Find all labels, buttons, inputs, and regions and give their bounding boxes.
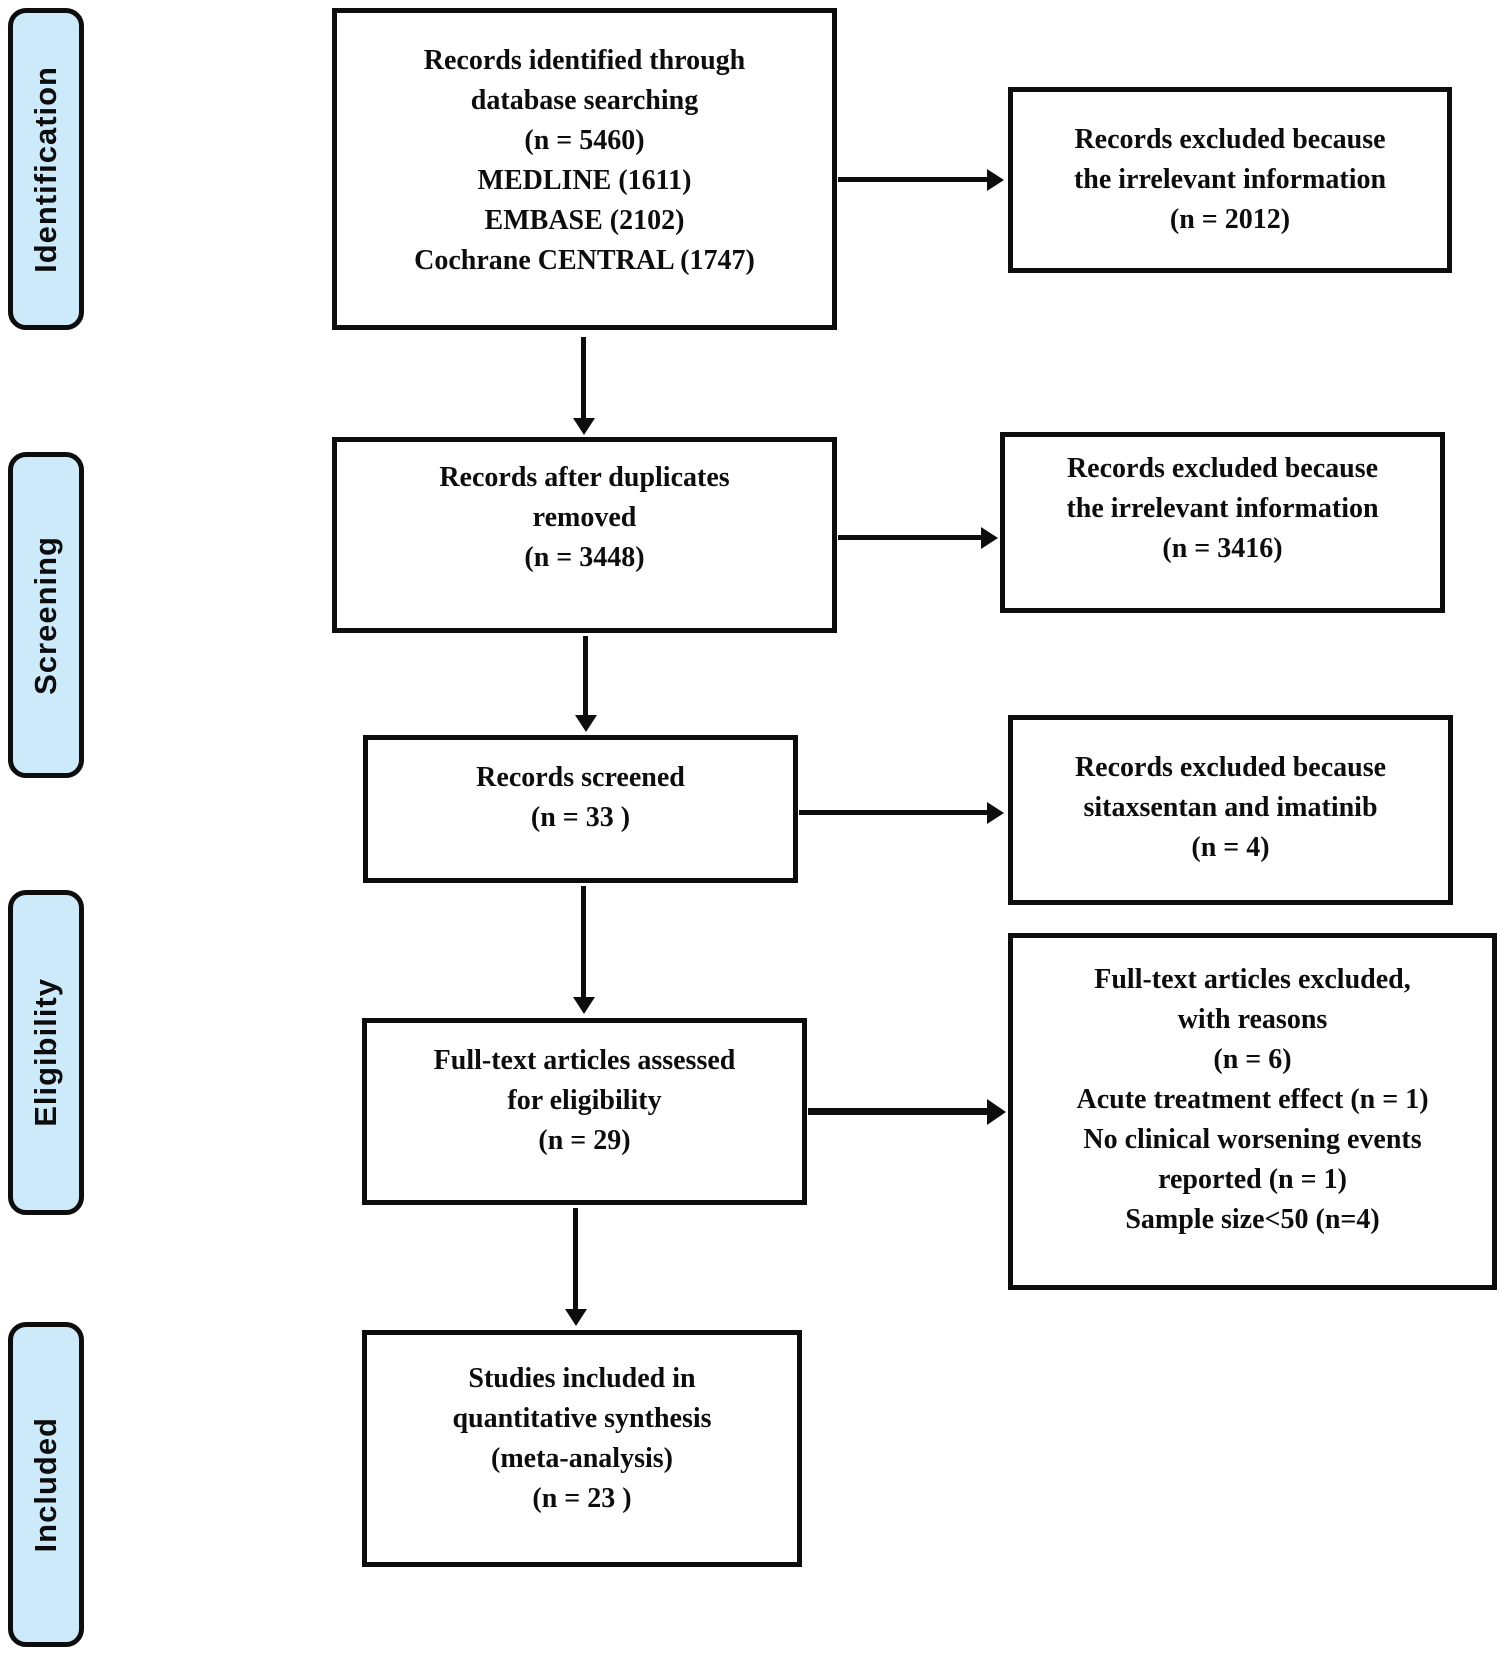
right-arrow-icon — [838, 535, 982, 540]
stage-eligibility: Eligibility — [8, 890, 84, 1215]
box-text-line: (n = 3416) — [1162, 533, 1283, 564]
right-arrow-icon — [799, 810, 988, 815]
box-text-line: the irrelevant information — [1066, 493, 1379, 524]
right-arrow-icon — [808, 1108, 988, 1115]
box-text-line: MEDLINE (1611) — [477, 165, 692, 196]
box-text-line: Records identified through — [423, 45, 746, 76]
box-text-line: (n = 3448) — [524, 542, 645, 573]
box-text-line: Cochrane CENTRAL (1747) — [414, 245, 755, 276]
box-text-line: for eligibility — [507, 1085, 662, 1116]
box-text-line: Records excluded because — [1074, 124, 1386, 155]
box-text-line: reported (n = 1) — [1158, 1164, 1347, 1195]
box-text-line: with reasons — [1177, 1004, 1328, 1035]
down-arrow-icon — [583, 636, 588, 716]
box-text-line: (meta-analysis) — [491, 1443, 673, 1474]
stage-label: Eligibility — [28, 978, 63, 1127]
box-text-line: (n = 4) — [1191, 832, 1270, 863]
stage-screening: Screening — [8, 452, 84, 778]
box-text-line: Full-text articles excluded, — [1094, 964, 1411, 995]
flow-box-studies-included: Studies included in quantitative synthes… — [362, 1330, 802, 1567]
box-text-line: Records screened — [476, 762, 685, 793]
stage-label: Identification — [28, 65, 63, 273]
box-text-line: (n = 23 ) — [532, 1483, 632, 1514]
box-text-line: EMBASE (2102) — [484, 205, 685, 236]
box-text-line: the irrelevant information — [1073, 164, 1387, 195]
box-text-line: quantitative synthesis — [452, 1403, 712, 1434]
box-text-line: (n = 2012) — [1169, 204, 1291, 235]
box-text-line: Records excluded because — [1066, 453, 1379, 484]
box-text-line: (n = 33 ) — [530, 802, 631, 833]
box-text-line: removed — [532, 502, 637, 533]
box-text-line: Sample size<50 (n=4) — [1125, 1204, 1380, 1235]
box-text-line: No clinical worsening events — [1083, 1124, 1422, 1155]
box-text-line: (n = 5460) — [524, 125, 645, 156]
box-text-line: sitaxsentan and imatinib — [1083, 792, 1378, 823]
flow-box-records-screened: Records screened (n = 33 ) — [363, 735, 798, 883]
exclusion-box-irrelevant-2: Records excluded because the irrelevant … — [1000, 432, 1445, 613]
stage-identification: Identification — [8, 8, 84, 330]
box-text-line: Studies included in — [468, 1363, 696, 1394]
flow-box-records-identified: Records identified through database sear… — [332, 8, 837, 330]
stage-included: Included — [8, 1322, 84, 1647]
exclusion-box-sitaxsentan: Records excluded because sitaxsentan and… — [1008, 715, 1453, 905]
exclusion-box-fulltext-reasons: Full-text articles excluded, with reason… — [1008, 933, 1497, 1290]
right-arrow-icon — [838, 177, 988, 182]
box-text-line: Full-text articles assessed — [433, 1045, 736, 1076]
box-text-line: Records excluded because — [1074, 752, 1387, 783]
box-text-line: Acute treatment effect (n = 1) — [1076, 1084, 1429, 1115]
box-text-line: (n = 29) — [538, 1125, 631, 1156]
stage-label: Screening — [28, 535, 63, 695]
down-arrow-icon — [581, 337, 586, 419]
box-text-line: database searching — [470, 85, 699, 116]
box-text-line: (n = 6) — [1213, 1044, 1292, 1075]
flow-box-fulltext-assessed: Full-text articles assessed for eligibil… — [362, 1018, 807, 1205]
down-arrow-icon — [581, 886, 586, 998]
flow-box-records-after-duplicates: Records after duplicates removed (n = 34… — [332, 437, 837, 633]
stage-label: Included — [28, 1416, 63, 1553]
exclusion-box-irrelevant-1: Records excluded because the irrelevant … — [1008, 87, 1452, 273]
down-arrow-icon — [573, 1208, 578, 1310]
box-text-line: Records after duplicates — [439, 462, 730, 493]
